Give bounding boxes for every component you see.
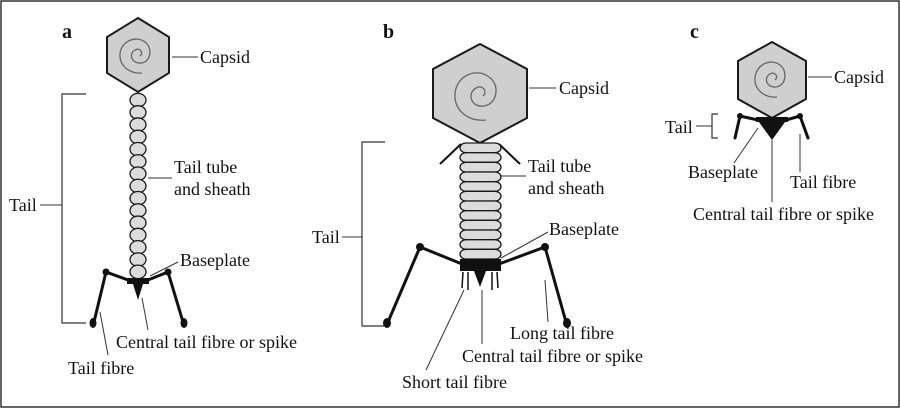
panel-b-letter: b (383, 21, 394, 43)
panel-a-tail-sheath (129, 92, 147, 280)
panel-c-tail-fibre-label: Tail fibre (790, 172, 856, 192)
panel-a-sheath-segment (129, 129, 147, 145)
panel-c-baseplate (756, 117, 788, 122)
panel-a-tail-tube-label-2: and sheath (174, 179, 250, 199)
panel-a-fibre-tip-right (180, 318, 188, 328)
panel-a-central-spike (133, 284, 143, 300)
panel-a-tail-bracket (61, 93, 86, 324)
panel-b-baseplate-label: Baseplate (549, 219, 619, 239)
panel-a-sheath-segment (129, 227, 147, 243)
panel-c-tail-label: Tail (665, 117, 693, 137)
panel-c-central-fibre-label: Central tail fibre or spike (693, 204, 874, 224)
panel-c-dna-spiral (754, 61, 786, 98)
panel-c-central-spike (756, 118, 788, 140)
panel-a-sheath-segment (129, 117, 147, 133)
panel-b-long-fibre-label: Long tail fibre (510, 323, 614, 343)
panel-c-baseplate-label: Baseplate (688, 162, 758, 182)
panel-a-dna-spiral (119, 38, 151, 74)
panel-a-letter: a (62, 21, 72, 43)
panel-b-central-fibre-label: Central tail fibre or spike (462, 346, 643, 366)
panel-a-sheath-segment (129, 92, 147, 108)
panel-c-fibre-joint-left (737, 113, 743, 119)
panel-b-sheath-segment (459, 161, 502, 173)
panel-a-baseplate-leader (149, 261, 179, 277)
panel-b-sheath-segment (459, 142, 502, 154)
panel-b-tail-label: Tail (312, 227, 340, 247)
panel-b-baseplate (460, 259, 501, 271)
panel-a-sheath-segment (129, 178, 147, 194)
panel-a-central-fibre-label: Central tail fibre or spike (116, 332, 297, 352)
panel-b-long-fibre-leader (544, 279, 549, 323)
panel-b-collar-whisker-left (439, 143, 462, 165)
panel-a-baseplate-label: Baseplate (180, 250, 250, 270)
panel-b-fibre-joint-right (541, 243, 549, 251)
panel-a-sheath-segment (129, 264, 147, 280)
panel-c-fibre-joint-right (797, 113, 803, 119)
panel-b-short-tail-fibres (461, 271, 499, 290)
panel-a-fibre-tip-left (89, 318, 97, 328)
panel-b-sheath-segment (459, 219, 502, 231)
panel-b-sheath-segment (459, 229, 502, 241)
panel-b-capsid-label: Capsid (559, 78, 609, 98)
panel-b-sheath-segment (459, 181, 502, 192)
panel-b-tail-tube-label: Tail tube (528, 156, 591, 176)
panel-a-capsid-label: Capsid (200, 47, 250, 67)
panel-b-sheath-segment (459, 210, 502, 221)
panel-a-sheath-segment (129, 154, 147, 169)
panel-a-fibre-joint-right (164, 268, 172, 276)
panel-a-fibre-joint-left (102, 268, 110, 276)
panel-a-sheath-segment (129, 141, 147, 157)
panel-a-sheath-segment (129, 166, 147, 182)
panel-b-sheath-segment (459, 248, 502, 260)
panel-a-sheath-segment (129, 215, 147, 231)
panel-b-sheath-segment (459, 239, 502, 250)
panel-a-tail-label: Tail (9, 195, 37, 215)
panel-b-tail-bracket (361, 141, 385, 327)
panel-a: a Capsid Tail tube and sheath Tail Basep… (9, 16, 297, 378)
panel-b-fibre-tip-right (563, 318, 571, 328)
panel-b-sheath-segment (459, 200, 502, 212)
panel-a-sheath-segment (129, 203, 147, 218)
panel-c-baseplate-leader (733, 127, 759, 164)
panel-a-baseplate (127, 278, 149, 284)
panel-b-sheath-segment (459, 152, 502, 163)
panel-a-tail-fibre-leader (99, 311, 109, 356)
panel-b-tail-sheath (459, 142, 502, 260)
panel-a-sheath-segment (129, 190, 147, 206)
panel-c-capsid-label: Capsid (834, 67, 884, 87)
panel-a-sheath-segment (129, 252, 147, 267)
panel-a-tail-tube-label: Tail tube (174, 157, 237, 177)
panel-b-central-spike (474, 271, 486, 287)
panel-b-collar-whisker-right (498, 143, 521, 165)
panel-a-sheath-segment (129, 239, 147, 255)
panel-b-sheath-segment (459, 171, 502, 183)
panel-b-dna-spiral (454, 72, 497, 121)
panel-c-letter: c (690, 21, 699, 43)
panel-b-short-fibre-label: Short tail fibre (402, 372, 507, 392)
panel-a-sheath-segment (129, 105, 147, 120)
panel-c: c Capsid Tail Baseplate Tail fibre Centr… (665, 21, 884, 224)
panel-a-capsid-head (106, 16, 170, 94)
panel-b: b (312, 21, 643, 392)
panel-a-tail-fibre-label: Tail fibre (68, 358, 134, 378)
panel-b-short-fibre-leader (425, 289, 465, 371)
panel-b-tail-tube-label-2: and sheath (528, 178, 604, 198)
panel-b-baseplate-leader (500, 231, 549, 259)
panel-b-fibre-joint-left (416, 243, 424, 251)
panel-b-sheath-segment (459, 190, 502, 202)
panel-a-central-fibre-leader (141, 297, 149, 331)
